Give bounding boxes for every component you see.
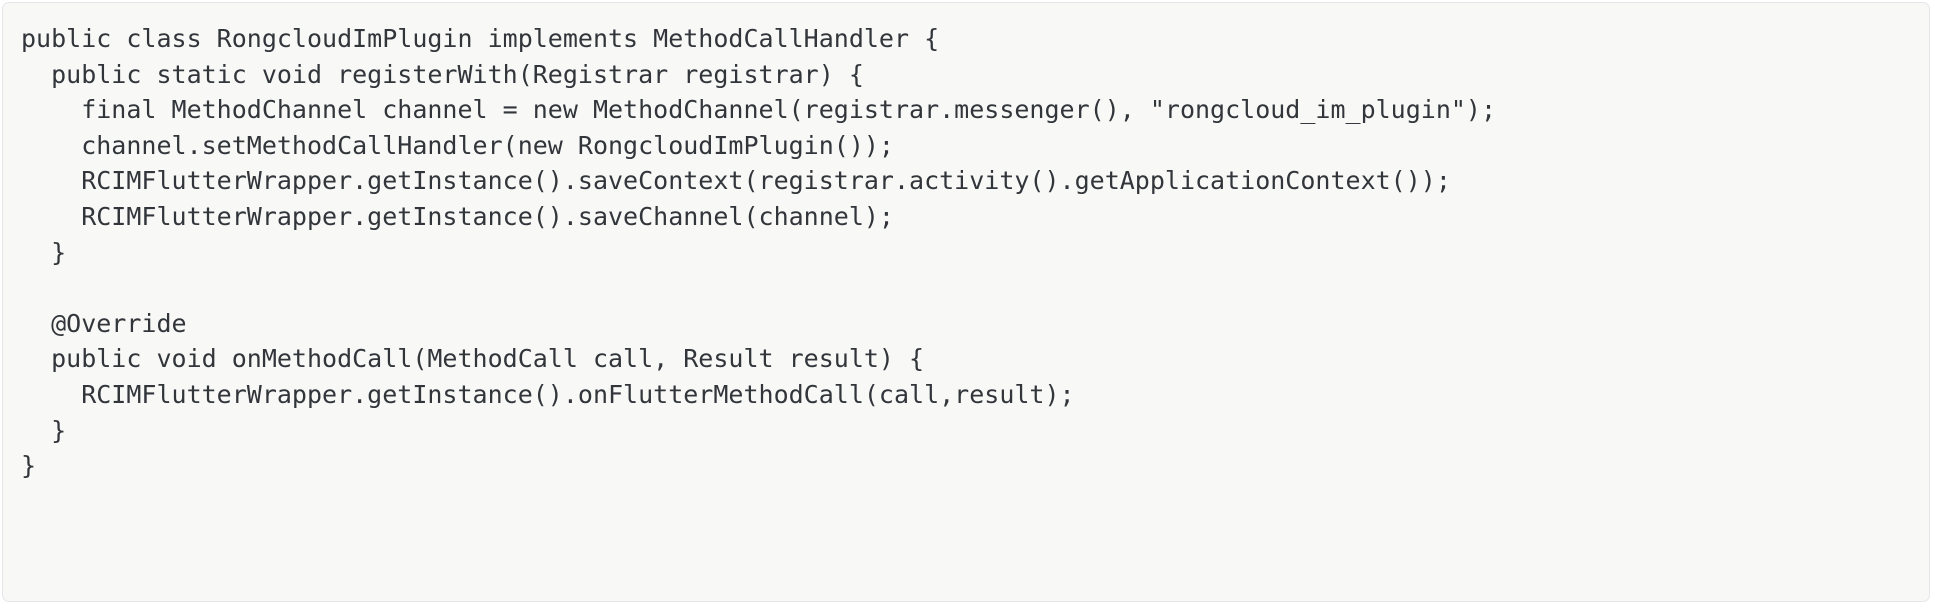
- code-content[interactable]: public class RongcloudImPlugin implement…: [3, 3, 1929, 484]
- code-line: }: [21, 415, 67, 445]
- code-line: }: [21, 237, 67, 267]
- code-line: RCIMFlutterWrapper.getInstance().saveCha…: [21, 201, 894, 231]
- code-line: RCIMFlutterWrapper.getInstance().onFlutt…: [21, 379, 1075, 409]
- code-line: @Override: [21, 308, 187, 338]
- code-line: channel.setMethodCallHandler(new Rongclo…: [21, 130, 894, 160]
- code-line: public void onMethodCall(MethodCall call…: [21, 344, 925, 374]
- code-line: public class RongcloudImPlugin implement…: [21, 24, 940, 53]
- code-line: RCIMFlutterWrapper.getInstance().saveCon…: [21, 166, 1451, 196]
- code-line: public static void registerWith(Registra…: [21, 59, 864, 89]
- code-block: public class RongcloudImPlugin implement…: [2, 2, 1930, 602]
- code-line: [21, 270, 1929, 306]
- code-line: }: [21, 451, 37, 481]
- code-line: final MethodChannel channel = new Method…: [21, 95, 1497, 125]
